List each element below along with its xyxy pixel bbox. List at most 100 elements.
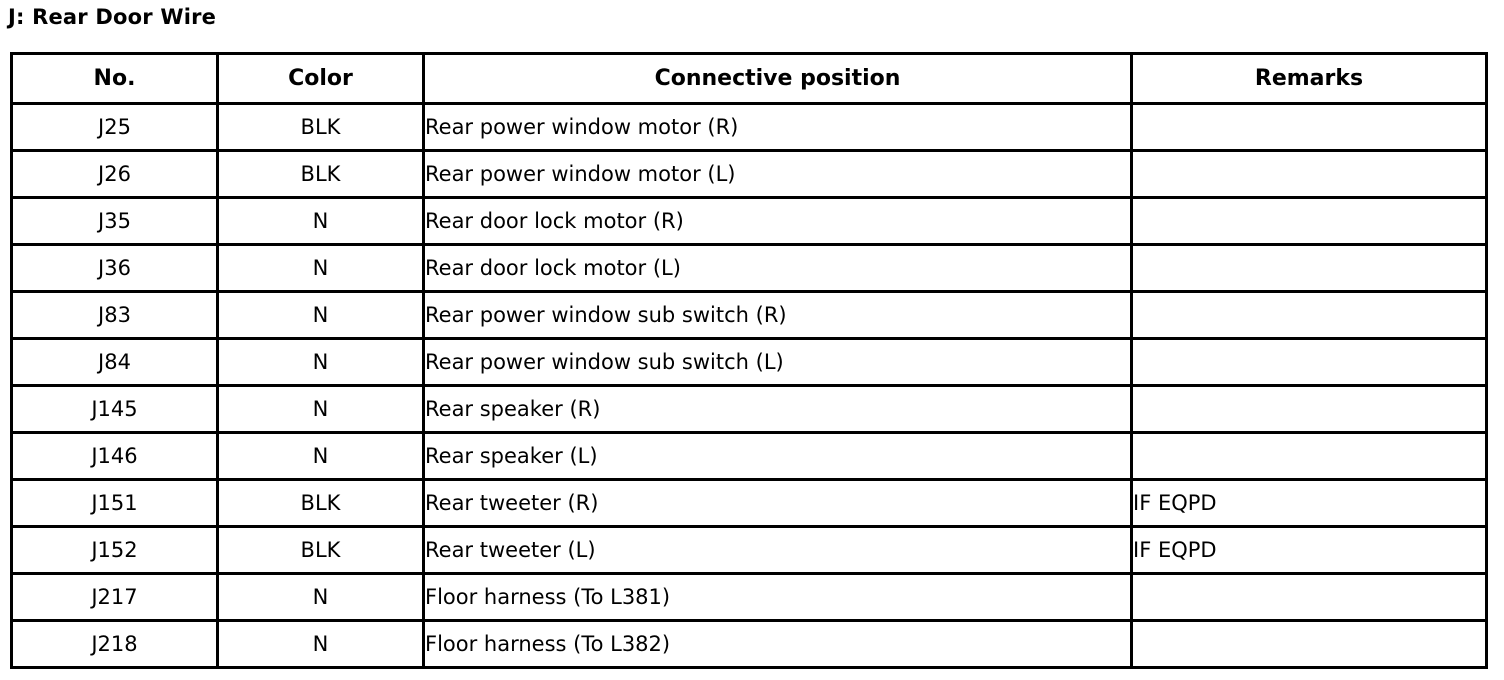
- cell-text-position: Floor harness (To L382): [425, 632, 671, 656]
- cell-text-no: J83: [98, 303, 131, 327]
- table-cell-color: N: [216, 243, 425, 293]
- table-row: J84 N Rear power window sub switch (L): [10, 337, 1488, 387]
- cell-text-no: J151: [91, 491, 138, 515]
- table-row: J36 N Rear door lock motor (L): [10, 243, 1488, 293]
- table-cell-no: J217: [10, 572, 219, 622]
- table-cell-position: Rear power window motor (L): [422, 149, 1133, 199]
- table-cell-position: Rear power window sub switch (L): [422, 337, 1133, 387]
- cell-text-remarks: IF EQPD: [1133, 538, 1217, 562]
- cell-text-color: N: [312, 350, 329, 374]
- table-cell-remarks: [1130, 572, 1488, 622]
- table-cell-color: BLK: [216, 478, 425, 528]
- table-header-row: No. Color Connective position Remarks: [10, 52, 1488, 105]
- table-cell-no: J145: [10, 384, 219, 434]
- table-cell-color: N: [216, 619, 425, 669]
- cell-text-no: J146: [91, 444, 138, 468]
- table-cell-no: J25: [10, 102, 219, 152]
- cell-text-position: Rear door lock motor (L): [425, 256, 681, 280]
- table-cell-remarks: IF EQPD: [1130, 478, 1488, 528]
- table-header: No. Color Connective position Remarks: [10, 52, 1488, 105]
- table-cell-no: J36: [10, 243, 219, 293]
- cell-text-color: N: [312, 632, 329, 656]
- table-row: J217 N Floor harness (To L381): [10, 572, 1488, 622]
- table-cell-position: Floor harness (To L381): [422, 572, 1133, 622]
- cell-text-no: J84: [98, 350, 131, 374]
- table-cell-remarks: [1130, 384, 1488, 434]
- rear-door-wire-table: No. Color Connective position Remarks J2…: [10, 52, 1488, 669]
- table-cell-position: Rear tweeter (L): [422, 525, 1133, 575]
- table-cell-no: J83: [10, 290, 219, 340]
- page-title: J: Rear Door Wire: [8, 5, 217, 29]
- table-row: J35 N Rear door lock motor (R): [10, 196, 1488, 246]
- cell-text-position: Rear power window motor (L): [425, 162, 736, 186]
- table-cell-position: Rear door lock motor (L): [422, 243, 1133, 293]
- table-cell-remarks: [1130, 337, 1488, 387]
- table-cell-remarks: IF EQPD: [1130, 525, 1488, 575]
- table-cell-remarks: [1130, 196, 1488, 246]
- table-cell-color: BLK: [216, 525, 425, 575]
- table-cell-position: Floor harness (To L382): [422, 619, 1133, 669]
- table-row: J26 BLK Rear power window motor (L): [10, 149, 1488, 199]
- table-cell-color: N: [216, 290, 425, 340]
- cell-text-remarks: IF EQPD: [1133, 491, 1217, 515]
- table-row: J218 N Floor harness (To L382): [10, 619, 1488, 669]
- table-cell-color: N: [216, 384, 425, 434]
- cell-text-color: N: [312, 397, 329, 421]
- table-cell-remarks: [1130, 243, 1488, 293]
- cell-text-color: BLK: [300, 491, 341, 515]
- cell-text-position: Rear power window motor (R): [425, 115, 739, 139]
- table-cell-position: Rear power window sub switch (R): [422, 290, 1133, 340]
- cell-text-position: Rear speaker (L): [425, 444, 598, 468]
- table-cell-color: N: [216, 196, 425, 246]
- cell-text-color: N: [312, 444, 329, 468]
- cell-text-color: BLK: [300, 162, 341, 186]
- cell-text-no: J26: [98, 162, 131, 186]
- table-cell-position: Rear door lock motor (R): [422, 196, 1133, 246]
- cell-text-no: J145: [91, 397, 138, 421]
- cell-text-no: J35: [98, 209, 131, 233]
- table-cell-no: J152: [10, 525, 219, 575]
- cell-text-no: J36: [98, 256, 131, 280]
- table-cell-remarks: [1130, 619, 1488, 669]
- table-cell-no: J218: [10, 619, 219, 669]
- column-header-color: Color: [216, 52, 425, 105]
- table-cell-remarks: [1130, 149, 1488, 199]
- table-row: J151 BLK Rear tweeter (R) IF EQPD: [10, 478, 1488, 528]
- table-cell-remarks: [1130, 431, 1488, 481]
- table-row: J152 BLK Rear tweeter (L) IF EQPD: [10, 525, 1488, 575]
- cell-text-color: BLK: [300, 538, 341, 562]
- table-cell-color: N: [216, 431, 425, 481]
- cell-text-no: J152: [91, 538, 138, 562]
- table-cell-color: BLK: [216, 102, 425, 152]
- cell-text-color: BLK: [300, 115, 341, 139]
- table-cell-no: J151: [10, 478, 219, 528]
- cell-text-color: N: [312, 256, 329, 280]
- table-cell-remarks: [1130, 290, 1488, 340]
- table-cell-position: Rear speaker (R): [422, 384, 1133, 434]
- table-row: J145 N Rear speaker (R): [10, 384, 1488, 434]
- table-cell-color: N: [216, 572, 425, 622]
- table-cell-remarks: [1130, 102, 1488, 152]
- cell-text-position: Rear tweeter (R): [425, 491, 599, 515]
- table-cell-no: J35: [10, 196, 219, 246]
- cell-text-no: J218: [91, 632, 138, 656]
- table-cell-position: Rear power window motor (R): [422, 102, 1133, 152]
- table-cell-position: Rear tweeter (R): [422, 478, 1133, 528]
- cell-text-position: Rear power window sub switch (R): [425, 303, 787, 327]
- cell-text-position: Rear door lock motor (R): [425, 209, 684, 233]
- cell-text-position: Floor harness (To L381): [425, 585, 671, 609]
- cell-text-color: N: [312, 585, 329, 609]
- table-cell-color: BLK: [216, 149, 425, 199]
- table-cell-no: J84: [10, 337, 219, 387]
- cell-text-position: Rear power window sub switch (L): [425, 350, 784, 374]
- cell-text-color: N: [312, 209, 329, 233]
- column-header-position: Connective position: [422, 52, 1133, 105]
- table-cell-no: J146: [10, 431, 219, 481]
- cell-text-position: Rear tweeter (L): [425, 538, 596, 562]
- column-header-remarks: Remarks: [1130, 52, 1488, 105]
- table-cell-position: Rear speaker (L): [422, 431, 1133, 481]
- table-row: J25 BLK Rear power window motor (R): [10, 102, 1488, 152]
